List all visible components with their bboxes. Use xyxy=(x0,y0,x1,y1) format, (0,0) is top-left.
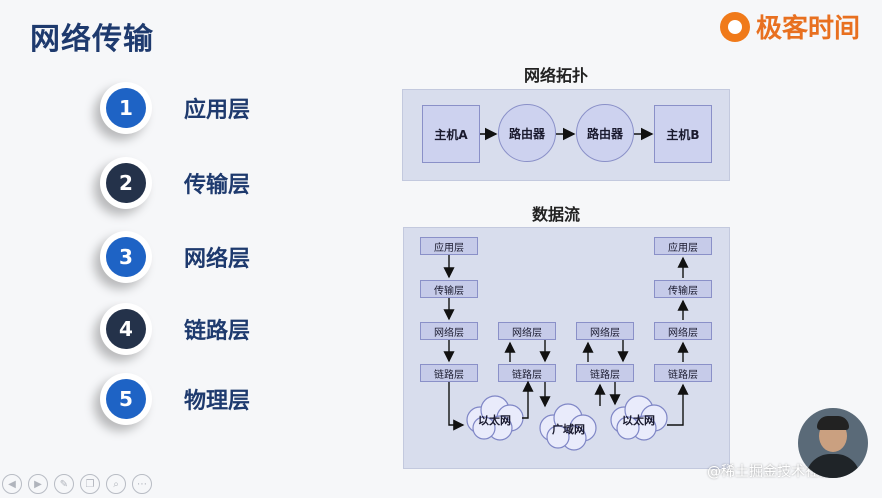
layer-badge: 2 xyxy=(100,157,152,209)
flow-arrow xyxy=(448,382,465,431)
cloud-label: 以太网 xyxy=(478,414,511,427)
layer-item: 1 应用层 xyxy=(100,82,250,134)
host-b-layer-cell: 应用层 xyxy=(654,237,712,255)
layer-badge: 1 xyxy=(100,82,152,134)
layer-label: 网络层 xyxy=(184,247,251,272)
topology-title: 网络拓扑 xyxy=(524,66,589,85)
host-a-layer-cell: 应用层 xyxy=(420,237,478,255)
dataflow-title: 数据流 xyxy=(532,205,581,224)
more-icon[interactable]: ⋯ xyxy=(132,474,152,494)
host-b-layer-cell: 链路层 xyxy=(654,364,712,382)
host-a-layer-cell: 传输层 xyxy=(420,280,478,298)
wan-cloud xyxy=(539,403,597,451)
brand-logo: 极客时间 xyxy=(719,8,860,45)
layer-badge: 4 xyxy=(100,303,152,355)
topology-router-1: 路由器 xyxy=(498,104,556,162)
layer-label: 物理层 xyxy=(184,389,251,414)
layer-number: 5 xyxy=(106,379,146,419)
player-toolbar: ◀ ▶ ✎ ❐ ⌕ ⋯ xyxy=(2,474,152,494)
brand-name: 极客时间 xyxy=(755,14,860,44)
host-a-layer-cell: 网络层 xyxy=(420,322,478,340)
layer-item: 4 链路层 xyxy=(100,303,250,355)
layer-label: 链路层 xyxy=(184,319,251,344)
topology-host-b: 主机B xyxy=(654,105,712,163)
geektime-logo-icon xyxy=(719,11,750,42)
router-2-layer-cell: 链路层 xyxy=(576,364,634,382)
host-a-layer-cell: 链路层 xyxy=(420,364,478,382)
presenter-avatar xyxy=(798,408,868,478)
layer-number: 4 xyxy=(106,309,146,349)
copy-icon[interactable]: ❐ xyxy=(80,474,100,494)
layer-item: 5 物理层 xyxy=(100,373,250,425)
layer-label: 传输层 xyxy=(184,173,251,198)
cloud-label: 广域网 xyxy=(552,423,585,436)
host-b-layer-cell: 网络层 xyxy=(654,322,712,340)
host-b-layer-cell: 传输层 xyxy=(654,280,712,298)
page-title: 网络传输 xyxy=(30,22,154,57)
topology-host-a: 主机A xyxy=(422,105,480,163)
layer-badge: 5 xyxy=(100,373,152,425)
layer-number: 1 xyxy=(106,88,146,128)
edit-icon[interactable]: ✎ xyxy=(54,474,74,494)
watermark: @稀土掘金技术社区 xyxy=(707,464,833,480)
layer-item: 2 传输层 xyxy=(100,157,250,209)
layer-number: 2 xyxy=(106,163,146,203)
router-1-layer-cell: 网络层 xyxy=(498,322,556,340)
ethernet-cloud-1 xyxy=(466,395,524,441)
ethernet-cloud-2 xyxy=(610,395,668,441)
layer-item: 3 网络层 xyxy=(100,231,250,283)
layer-number: 3 xyxy=(106,237,146,277)
cloud-label: 以太网 xyxy=(622,414,655,427)
flow-arrow xyxy=(522,380,534,419)
play-icon[interactable]: ▶ xyxy=(28,474,48,494)
router-2-layer-cell: 网络层 xyxy=(576,322,634,340)
topology-router-2: 路由器 xyxy=(576,104,634,162)
layer-label: 应用层 xyxy=(184,98,251,123)
layer-badge: 3 xyxy=(100,231,152,283)
previous-icon[interactable]: ◀ xyxy=(2,474,22,494)
flow-arrow xyxy=(667,383,689,426)
zoom-icon[interactable]: ⌕ xyxy=(106,474,126,494)
